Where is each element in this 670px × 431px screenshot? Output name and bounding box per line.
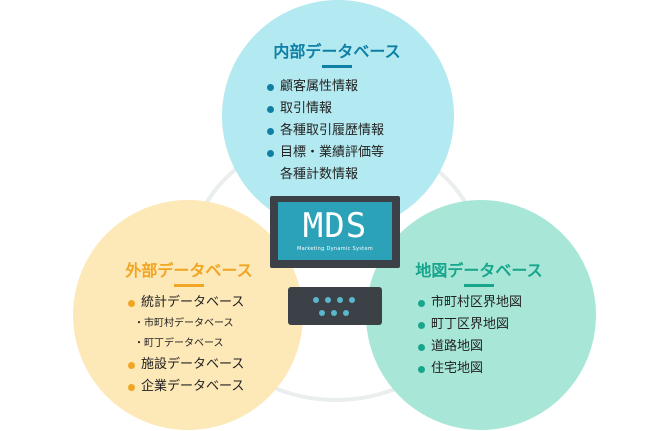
bullet-dot (267, 150, 274, 157)
item-label: 顧客属性情報 (280, 79, 359, 94)
bullet-dot (128, 300, 135, 307)
item-label: 統計データベース (141, 295, 245, 310)
list-item: 企業データベース (128, 376, 244, 398)
list-subitem: ・市町村データベース (128, 314, 244, 334)
bullet-dot (418, 322, 425, 329)
list-item: 各種取引履歴情報 (267, 120, 384, 142)
item-label: 住宅地図 (431, 361, 484, 376)
list-item: 町丁区界地図 (418, 314, 522, 336)
internal-database-title: 内部データベース (273, 42, 401, 61)
list-item-continuation: 各種計数情報 (267, 164, 384, 186)
list-item: 顧客属性情報 (267, 76, 384, 98)
map-database-list: 市町村区界地図 町丁区界地図 道路地図 住宅地図 (418, 292, 522, 380)
item-label: 目標・業績評価等 (280, 145, 385, 160)
item-label: 町丁データベース (144, 338, 224, 349)
external-database-circle (73, 200, 303, 430)
external-database-list: 統計データベース ・市町村データベース ・町丁データベース 施設データベース 企… (128, 292, 244, 398)
list-subitem: ・町丁データベース (128, 334, 244, 354)
indicator-light (337, 297, 343, 303)
bullet-dot (267, 128, 274, 135)
item-label: 施設データベース (141, 357, 245, 372)
bullet-dot (128, 362, 135, 369)
list-item: 取引情報 (267, 98, 384, 120)
list-item: 統計データベース (128, 292, 244, 314)
bullet-dot (418, 344, 425, 351)
item-label: 各種取引履歴情報 (280, 123, 385, 138)
external-title-underline (174, 284, 204, 287)
map-database-circle (366, 200, 596, 430)
list-item: 住宅地図 (418, 358, 522, 380)
internal-database-list: 顧客属性情報 取引情報 各種取引履歴情報 目標・業績評価等 各種計数情報 (267, 76, 384, 186)
indicator-light (331, 310, 337, 316)
map-database-title: 地図データベース (415, 261, 543, 280)
item-label: 道路地図 (431, 339, 484, 354)
list-item: 道路地図 (418, 336, 522, 358)
mds-subtitle: Marketing Dynamic System (297, 246, 373, 252)
item-label: 各種計数情報 (280, 167, 359, 182)
mds-logo: MDS (302, 206, 368, 246)
bullet-dot (418, 366, 425, 373)
list-item: 施設データベース (128, 354, 244, 376)
bullet-dot (267, 84, 274, 91)
bullet-dot (128, 384, 135, 391)
sub-bullet: ・ (134, 338, 144, 349)
internal-database-circle (222, 0, 454, 232)
indicator-light (349, 297, 355, 303)
item-label: 町丁区界地図 (431, 317, 510, 332)
item-label: 市町村区界地図 (431, 295, 523, 310)
indicator-light (325, 297, 331, 303)
indicator-light (313, 297, 319, 303)
item-label: 取引情報 (280, 101, 333, 116)
list-item: 市町村区界地図 (418, 292, 522, 314)
list-item: 目標・業績評価等 (267, 142, 384, 164)
map-title-underline (464, 284, 494, 287)
item-label: 企業データベース (141, 379, 245, 394)
bullet-dot (267, 106, 274, 113)
item-label: 市町村データベース (144, 318, 234, 329)
server-base-icon (288, 287, 382, 325)
mds-monitor-icon: MDS Marketing Dynamic System (270, 196, 400, 268)
monitor-screen: MDS Marketing Dynamic System (278, 202, 392, 260)
external-database-title: 外部データベース (125, 261, 253, 280)
internal-title-underline (322, 65, 352, 68)
bullet-dot (418, 300, 425, 307)
indicator-light (343, 310, 349, 316)
indicator-light (319, 310, 325, 316)
sub-bullet: ・ (134, 318, 144, 329)
